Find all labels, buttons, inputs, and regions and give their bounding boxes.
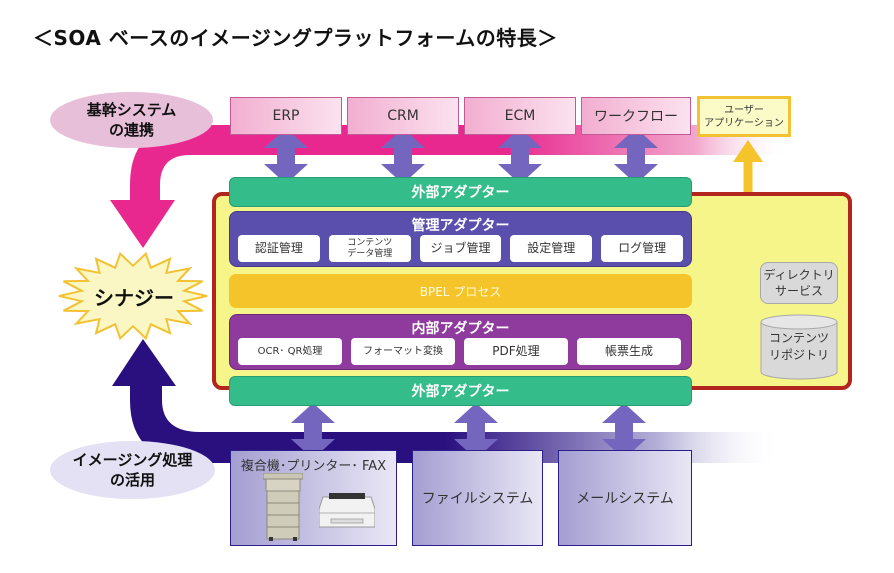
- mfp-label: 複合機･プリンター･ FAX: [240, 459, 387, 474]
- directory-service-box: ディレクトリ サービス: [760, 262, 838, 304]
- log-management-chip: ログ管理: [601, 235, 683, 262]
- laser-printer-icon: [319, 493, 375, 528]
- core-systems-integration-label: 基幹システム の連携: [50, 92, 213, 148]
- synergy-starburst: [58, 251, 208, 341]
- external-adapter-bottom: 外部アダプター: [229, 376, 692, 406]
- dir-line2: サービス: [774, 284, 823, 298]
- dir-line1: ディレクトリ: [763, 268, 835, 282]
- ocr-qr-chip: OCR･ QR処理: [238, 338, 342, 365]
- repo-line2: リポジトリ: [768, 348, 829, 362]
- content-data-management-chip: コンテンツデータ管理: [328, 235, 411, 262]
- mail-system-box: メールシステム: [558, 450, 692, 546]
- page-title: ＜SOA ベースのイメージングプラットフォームの特長＞: [33, 26, 558, 50]
- mfp-printer-fax-box: 複合機･プリンター･ FAX: [230, 450, 397, 546]
- workflow-box: ワークフロー: [581, 97, 691, 135]
- format-conversion-chip: フォーマット変換: [351, 338, 455, 365]
- exchange-arrow-bottom-3: [602, 403, 646, 459]
- imaging-flow-arrowhead: [112, 339, 176, 386]
- core-label-line1: 基幹システム: [86, 101, 177, 119]
- exchange-arrow-bottom-1: [291, 403, 335, 459]
- core-label-line2: の連携: [108, 121, 154, 139]
- exchange-arrow-top-4: [614, 128, 658, 184]
- erp-box: ERP: [230, 97, 342, 135]
- exchange-arrow-top-3: [498, 128, 542, 184]
- settings-management-chip: 設定管理: [510, 235, 593, 262]
- internal-adapter-title: 内部アダプター: [411, 321, 510, 337]
- management-adapter-title: 管理アダプター: [411, 218, 510, 234]
- user-app-line1: ユーザー: [724, 104, 764, 116]
- exchange-arrow-bottom-2: [454, 403, 498, 459]
- management-adapter: 管理アダプター 認証管理 コンテンツデータ管理 ジョブ管理 設定管理 ログ管理: [229, 211, 692, 267]
- content-repository-label: コンテンツ リポジトリ: [760, 330, 838, 364]
- crm-box: CRM: [347, 97, 459, 135]
- multifunction-printer-icon: [263, 473, 303, 541]
- imaging-utilization-label: イメージング処理 の活用: [50, 441, 215, 499]
- exchange-arrow-top-1: [264, 128, 308, 184]
- auth-management-chip: 認証管理: [238, 235, 320, 262]
- imaging-label-line2: の活用: [109, 471, 155, 489]
- internal-adapter: 内部アダプター OCR･ QR処理 フォーマット変換 PDF処理 帳票生成: [229, 314, 692, 370]
- user-application-box: ユーザー アプリケーション: [697, 96, 791, 137]
- external-adapter-top: 外部アダプター: [229, 177, 692, 207]
- bpel-process-bar: BPEL プロセス: [229, 274, 692, 308]
- content-repository-cylinder-icon: [760, 314, 838, 380]
- repo-line1: コンテンツ: [768, 331, 829, 345]
- exchange-arrow-top-2: [381, 128, 425, 184]
- user-app-line2: アプリケーション: [704, 117, 784, 129]
- synergy-label: シナジー: [94, 286, 174, 310]
- imaging-label-line1: イメージング処理: [72, 451, 193, 469]
- pdf-processing-chip: PDF処理: [464, 338, 568, 365]
- core-flow-arrowhead: [110, 200, 175, 248]
- form-generation-chip: 帳票生成: [577, 338, 681, 365]
- job-management-chip: ジョブ管理: [419, 235, 502, 262]
- file-system-box: ファイルシステム: [412, 450, 543, 546]
- ecm-box: ECM: [464, 97, 576, 135]
- user-app-arrowhead: [733, 140, 763, 162]
